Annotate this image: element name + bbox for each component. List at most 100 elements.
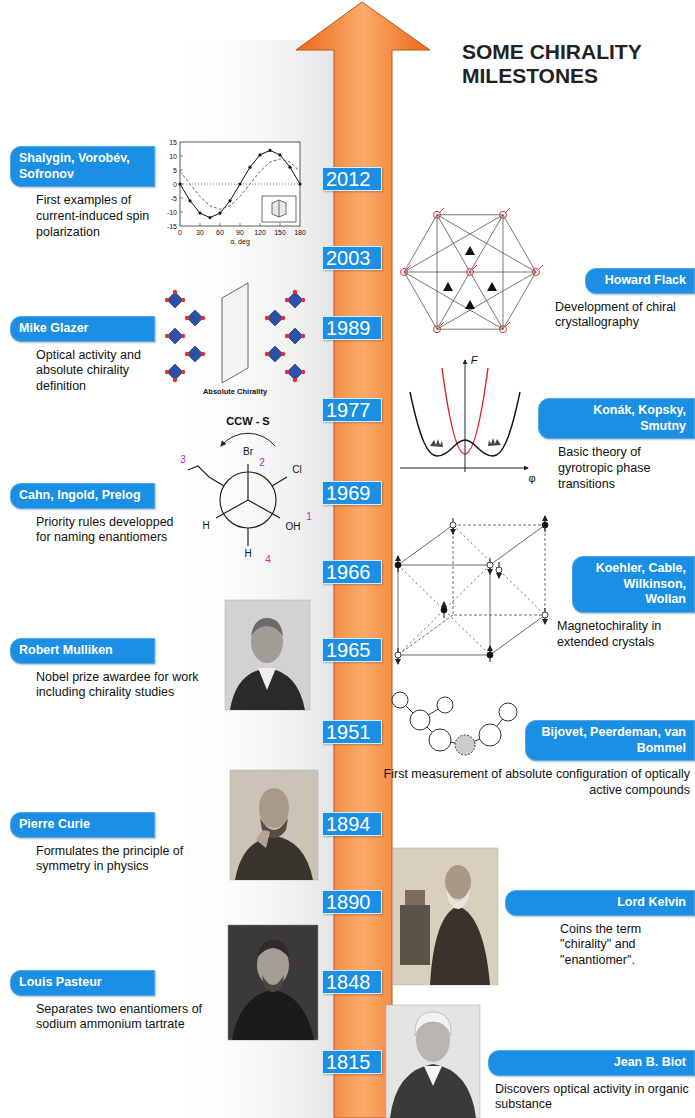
hexagonal-lattice [404,215,536,329]
milestone-tab: Robert MullikenNobel prize awardee for w… [10,638,221,701]
polarization-plot [218,212,221,215]
energy-plot [410,392,520,456]
milestone-description: First measurement of absolute configurat… [380,767,690,798]
polarization-plot [180,170,183,171]
helix-structure [201,316,205,320]
year-label: 1890 [323,891,381,913]
portrait-photo [230,668,305,710]
polarization-plot [180,156,183,157]
energy-plot [400,360,528,472]
magnetic-lattice [398,565,490,655]
year-box: 1951 [322,720,382,744]
polarization-plot [238,182,241,185]
magnetic-lattice [487,652,493,658]
hexagonal-lattice [465,300,475,309]
portrait-photo [430,906,490,985]
figure-label: 60 [216,229,224,236]
milestone-description: Basic theory of gyrotropic phase transit… [558,445,690,492]
hexagonal-lattice [404,215,503,329]
helix-structure [173,290,177,294]
helix-structure [301,298,305,302]
hexagonal-lattice [500,326,507,333]
helix-structure [187,346,203,362]
hexagonal-lattice [473,265,477,269]
molecule-diagram [429,729,451,751]
year-label: 2003 [323,247,381,269]
helix-structure [287,328,303,344]
portrait-photo [230,770,318,880]
polarization-plot [298,182,301,185]
figure-label: 5 [173,167,177,174]
year-box: 2012 [322,167,382,191]
year-label: 1966 [323,561,381,583]
magnetic-lattice [395,562,401,568]
milestone-tab: Shalygin, Vorobév, SofronovFirst example… [10,146,156,240]
year-label: 1989 [323,317,381,339]
hexagonal-lattice [443,246,497,309]
hexagonal-lattice [434,211,441,218]
helix-structure [167,328,183,344]
portrait-photo [257,940,289,958]
newman-projection [188,433,287,546]
figure-label: 0 [178,229,182,236]
year-box: 1966 [322,560,382,584]
helix-structure [165,283,305,383]
figure-label: -10 [167,209,177,216]
magnetic-lattice [450,522,456,528]
shadow-haze [170,40,334,1118]
molecule-diagram [410,710,430,730]
energy-plot [430,438,501,447]
hexagonal-lattice [506,208,510,212]
milestone-description: Development of chiral crystallography [555,300,690,331]
milestone-description: Priority rules developped for naming ena… [36,515,174,546]
magnetic-lattice [395,652,401,658]
person-name: Mike Glazer [10,316,155,342]
helix-structure [281,316,285,320]
polarization-plot [258,153,261,156]
year-box: 2003 [322,246,382,270]
milestone-tab: Cahn, Ingold, PrelogPriority rules devel… [10,483,174,546]
figure-label: F [471,355,478,366]
polarization-plot [200,223,201,226]
molecule-diagram [499,703,517,721]
portrait-photo [386,1005,480,1118]
hexagonal-lattice [407,265,411,269]
hexagonal-lattice [440,322,444,326]
year-label: 1969 [323,482,381,504]
energy-plot [442,368,488,454]
portrait-photo [393,848,498,985]
hexagonal-lattice [434,326,441,333]
portrait-photo [258,668,276,690]
molecule-diagram [479,724,501,746]
chart-title: SOME CHIRALITY MILESTONES [462,40,690,87]
year-label: 1965 [323,639,381,661]
year-label: 1815 [323,1051,381,1073]
energy-plot [430,439,443,447]
polarization-plot [228,199,231,202]
hexagonal-lattice [401,208,544,333]
helix-structure [285,334,289,338]
hexagonal-lattice [506,322,510,326]
milestone-description: Nobel prize awardee for work including c… [36,670,221,701]
newman-projection [247,464,248,500]
helix-structure [301,370,305,374]
newman-projection [248,500,280,518]
portrait-photo [390,1064,476,1118]
portrait-photo [251,618,283,636]
year-label: 1977 [323,399,381,421]
portrait-photo [228,925,318,1040]
helix-structure [173,378,177,382]
polarization-plot [188,199,191,202]
milestone-tab: Konák, Kopsky, SmutnyBasic theory of gyr… [538,398,695,492]
helix-structure [167,292,183,308]
figure-label: 90 [236,229,244,236]
portrait-photo [386,1005,480,1118]
energy-plot [488,438,501,446]
helix-structure [185,316,189,320]
milestone-description: Optical activity and absolute chirality … [36,348,154,395]
figure-label: 30 [196,229,204,236]
year-box: 1977 [322,398,382,422]
figure-label: 0 [173,181,177,188]
polarization-plot [248,166,251,169]
polarization-plot [180,142,300,226]
